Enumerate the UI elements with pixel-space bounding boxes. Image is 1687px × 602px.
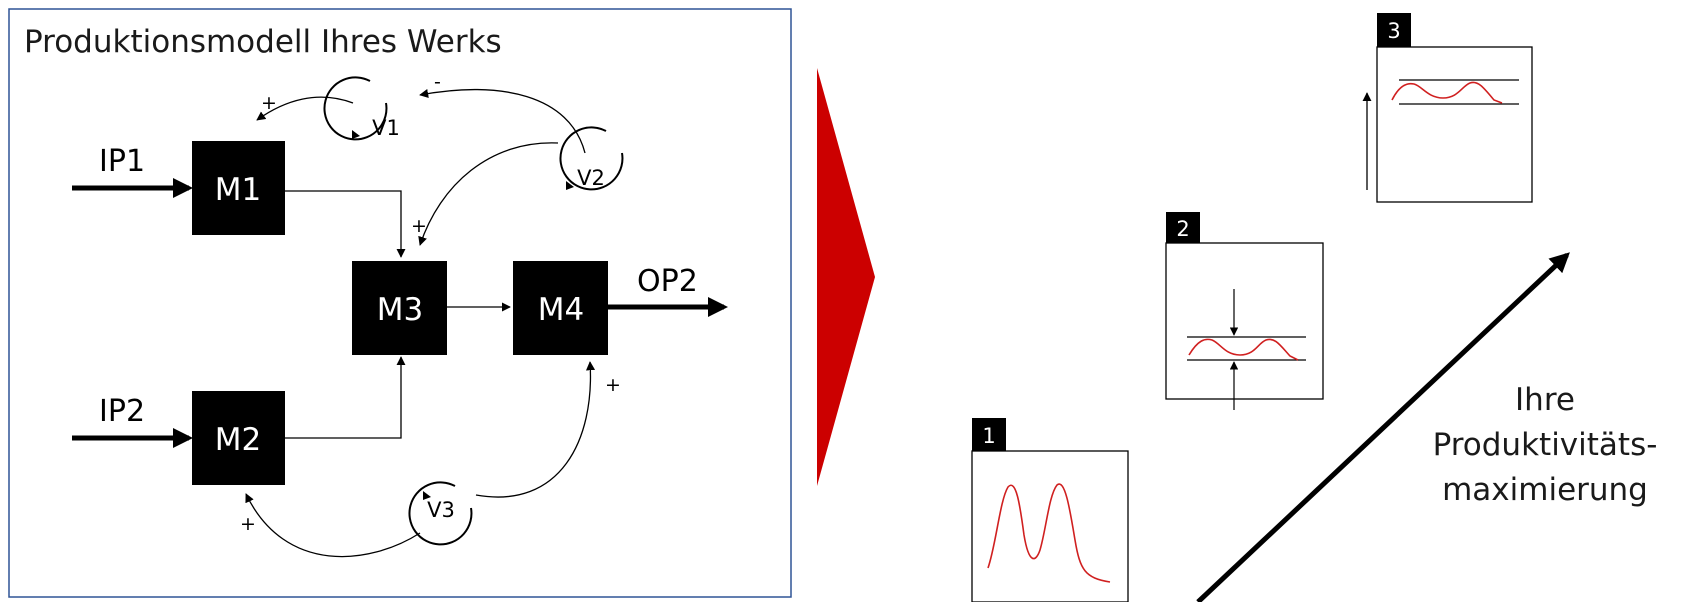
productivity-diagonal-arrow bbox=[1196, 252, 1570, 602]
stage-3-badge bbox=[1377, 13, 1411, 47]
connector-v1-m1 bbox=[256, 96, 354, 121]
input-label-ip1: IP1 bbox=[99, 144, 145, 179]
valve-v2-circular-arrow-icon bbox=[566, 181, 574, 190]
connector-m2-m3 bbox=[285, 356, 406, 439]
output-label-op2: OP2 bbox=[637, 264, 698, 299]
machine-m1: M1 bbox=[192, 141, 285, 235]
io-arrows bbox=[72, 178, 728, 448]
sign-v3-to-m4: + bbox=[605, 374, 621, 396]
caption-line-1: Ihre bbox=[1515, 382, 1575, 418]
production-model-panel: Produktionsmodell Ihres Werks M1 M2 bbox=[8, 8, 792, 598]
caption-line-2: Produktivitäts- bbox=[1433, 427, 1658, 463]
machine-m3-label: M3 bbox=[377, 292, 423, 328]
model-title: Produktionsmodell Ihres Werks bbox=[24, 24, 502, 60]
valve-v2: V2 bbox=[559, 126, 624, 191]
sign-v3-to-m2: + bbox=[240, 513, 256, 535]
valve-v1-circular-arrow-icon bbox=[352, 130, 360, 139]
stage-1-curve bbox=[987, 483, 1111, 583]
sign-v2-to-v1: - bbox=[434, 71, 441, 93]
stage-2-curve bbox=[1188, 338, 1299, 361]
productivity-caption: Ihre Produktivitäts- maximierung bbox=[1433, 382, 1658, 508]
valve-v2-label: V2 bbox=[577, 166, 605, 190]
stage-3: 3 bbox=[1362, 13, 1533, 203]
connector-v2-v1 bbox=[419, 88, 586, 154]
stage-3-number: 3 bbox=[1387, 19, 1400, 43]
machine-m2: M2 bbox=[192, 391, 285, 485]
valve-v3: V3 bbox=[408, 481, 473, 546]
valve-v3-label: V3 bbox=[427, 498, 455, 522]
stage-2-badge bbox=[1166, 212, 1200, 243]
connector-m1-m3 bbox=[285, 190, 406, 258]
flow-connectors bbox=[245, 88, 596, 558]
stage-3-curve bbox=[1391, 81, 1503, 104]
caption-line-3: maximierung bbox=[1442, 472, 1648, 508]
stage-1-badge bbox=[972, 418, 1006, 451]
machine-m1-label: M1 bbox=[215, 172, 261, 208]
stage-2: 2 bbox=[1165, 212, 1324, 410]
connector-v2-m3 bbox=[418, 142, 559, 246]
machine-m3: M3 bbox=[352, 261, 447, 355]
connector-v3-m2 bbox=[245, 493, 421, 558]
machine-m4: M4 bbox=[513, 261, 608, 355]
stage-1-number: 1 bbox=[982, 424, 995, 448]
stage-2-number: 2 bbox=[1176, 217, 1189, 241]
connector-v3-m4 bbox=[475, 361, 596, 498]
machine-m2-label: M2 bbox=[215, 422, 261, 458]
machine-m4-label: M4 bbox=[538, 292, 584, 328]
stage-1: 1 bbox=[971, 418, 1129, 602]
valve-v3-circular-arrow-icon bbox=[423, 491, 431, 500]
transition-triangle bbox=[817, 68, 875, 486]
valve-v1: V1 bbox=[323, 76, 400, 141]
sign-v2-to-m3: + bbox=[411, 215, 427, 237]
valve-v1-label: V1 bbox=[372, 116, 400, 140]
input-label-ip2: IP2 bbox=[99, 394, 145, 429]
sign-v1-to-m1: + bbox=[261, 92, 277, 114]
